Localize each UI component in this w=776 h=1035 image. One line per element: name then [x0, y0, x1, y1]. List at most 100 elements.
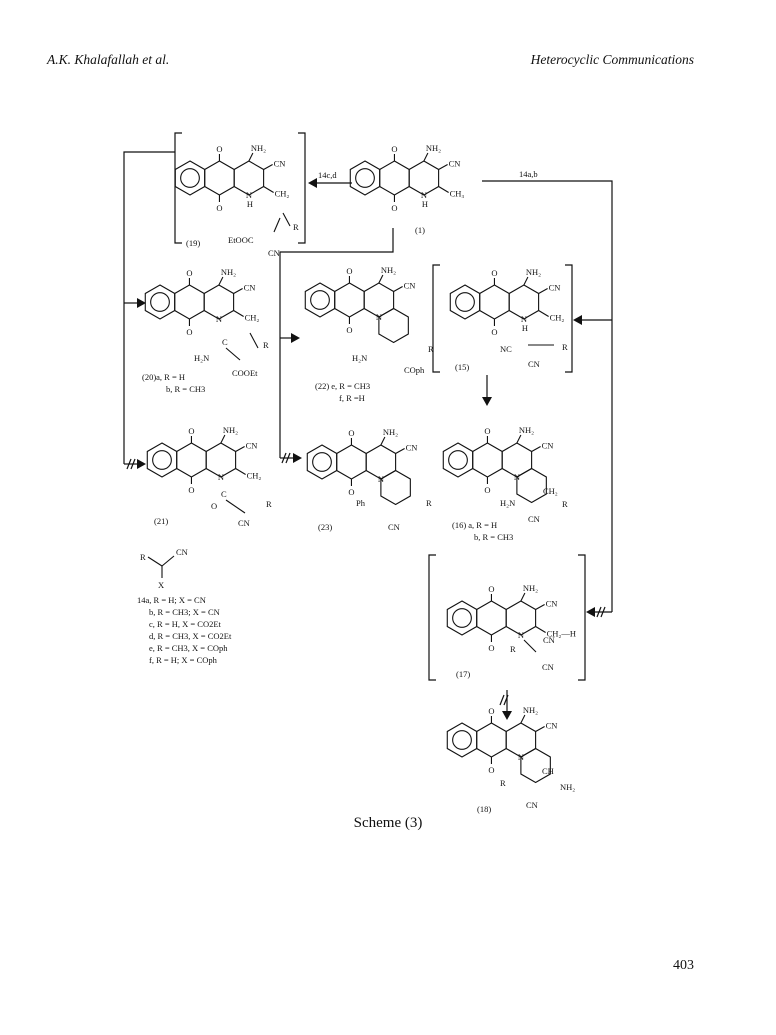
compound-id-22: (22) e, R = CH3 — [315, 381, 370, 391]
benzo-ring — [446, 600, 478, 636]
page-number: 403 — [673, 958, 694, 973]
amino-bond — [516, 434, 522, 444]
reagent-legend-line: f, R = H; X = COph — [149, 655, 218, 665]
aromatic-circle — [152, 450, 172, 470]
blocked-mark — [600, 606, 606, 618]
bracket-left — [432, 264, 440, 373]
benzo-ring — [144, 284, 176, 320]
blocked-mark — [285, 452, 291, 464]
carbonyl-oxygen: O — [348, 428, 354, 438]
chain-bond — [225, 347, 241, 361]
running-header-authors: A.K. Khalafallah et al. — [47, 52, 170, 67]
benzo-ring — [442, 442, 474, 478]
cyano-group: CN — [388, 522, 400, 532]
methylene-bond — [233, 310, 244, 317]
reagent-bond — [161, 555, 175, 567]
chain-bond — [249, 332, 259, 349]
quinone-ring — [176, 442, 207, 478]
carbonyl-oxygen: O — [488, 643, 494, 653]
compound-id-21: (21) — [154, 516, 168, 526]
cyano-group: CN — [406, 443, 418, 453]
compound-id-1: (1) — [415, 225, 425, 235]
aromatic-circle — [452, 608, 472, 628]
amino-group: NH₂ — [523, 583, 538, 593]
scheme-labels: 14c,d 14a,b — [318, 169, 538, 180]
compound-id-20: (20)a, R = H — [142, 372, 185, 382]
arrow-head — [586, 607, 595, 617]
cyano-bond — [438, 164, 448, 170]
r-group: R — [428, 344, 434, 354]
arrow-1-branch — [279, 228, 394, 458]
bracket-right — [298, 132, 306, 244]
fused-ring — [378, 307, 409, 344]
aromatic-circle — [312, 452, 332, 472]
ring-nitrogen: N — [216, 314, 222, 324]
carbonyl-oxygen: O — [216, 203, 222, 213]
cyano-group: CN — [449, 159, 461, 169]
carbonyl-oxygen: O — [488, 584, 494, 594]
amino-group: NH₂ — [251, 143, 266, 153]
methylene-group: CH₂ — [247, 471, 262, 481]
compound-id-15: (15) — [455, 362, 469, 372]
fused-ring — [520, 747, 551, 784]
quinone-ring — [334, 282, 365, 318]
ring-nitrogen: N — [246, 190, 252, 200]
compound-id-22f: f, R =H — [339, 393, 365, 403]
reagent-legend-line: e, R = CH3, X = COph — [149, 643, 228, 653]
compound-id-16: (16) a, R = H — [452, 520, 497, 530]
methylene-group: CH₂ — [245, 313, 260, 323]
carbonyl-oxygen: O — [488, 765, 494, 775]
blocked-mark — [503, 694, 509, 706]
ring-nitrogen: N — [521, 314, 527, 324]
aromatic-circle — [448, 450, 468, 470]
methylene-bond — [235, 468, 246, 475]
r-group: R — [562, 499, 568, 509]
reagent-legend-line: 14a, R = H; X = CN — [137, 595, 206, 605]
amine-group: H₂N — [500, 498, 515, 508]
reagent-legend-line: b, R = CH3; X = CN — [149, 607, 220, 617]
cyano-bond — [235, 446, 245, 452]
arrow-head — [308, 178, 317, 188]
carbonyl-oxygen: O — [484, 426, 490, 436]
compound-id-18: (18) — [477, 804, 491, 814]
cyano-group: CN — [274, 159, 286, 169]
carbonyl-oxygen: O — [186, 268, 192, 278]
carbonyl-oxygen: O — [186, 327, 192, 337]
phenyl-group: Ph — [356, 498, 366, 508]
cyano-bottom: CN — [528, 359, 540, 369]
r-group: R — [562, 342, 568, 352]
blocked-mark — [126, 458, 132, 470]
aromatic-circle — [355, 168, 375, 188]
methylene-bond — [538, 310, 549, 317]
r-group: R — [510, 644, 516, 654]
reagent-bond — [147, 556, 163, 567]
ester-group: EtOOC — [228, 235, 254, 245]
bracket-left — [428, 554, 436, 681]
cyano-group: CN — [268, 248, 280, 258]
chain-bond — [273, 217, 281, 233]
carbonyl-oxygen: O — [188, 485, 194, 495]
fused-ring — [380, 469, 411, 506]
quinone-ring — [174, 284, 205, 320]
fused-ring — [516, 467, 547, 504]
nh-hydrogen: H — [522, 323, 528, 333]
r-group: R — [426, 498, 432, 508]
amine-group: H₂N — [194, 353, 209, 363]
acyl-oxygen: O — [211, 501, 217, 511]
cyano-bond — [395, 448, 405, 454]
compound-id-19: (19) — [186, 238, 200, 248]
arrow-label-14cd: 14c,d — [318, 170, 337, 180]
benzo-ring — [306, 444, 338, 480]
cyano-bond — [538, 288, 548, 294]
arrow-label-14ab: 14a,b — [519, 169, 538, 179]
methyl-bond — [438, 186, 449, 193]
cyano-group: CN — [546, 599, 558, 609]
methylene-group: CH₂ — [275, 189, 290, 199]
quinone-ring — [379, 160, 410, 196]
bracket-left — [174, 132, 182, 244]
cyano-bond — [535, 726, 545, 732]
